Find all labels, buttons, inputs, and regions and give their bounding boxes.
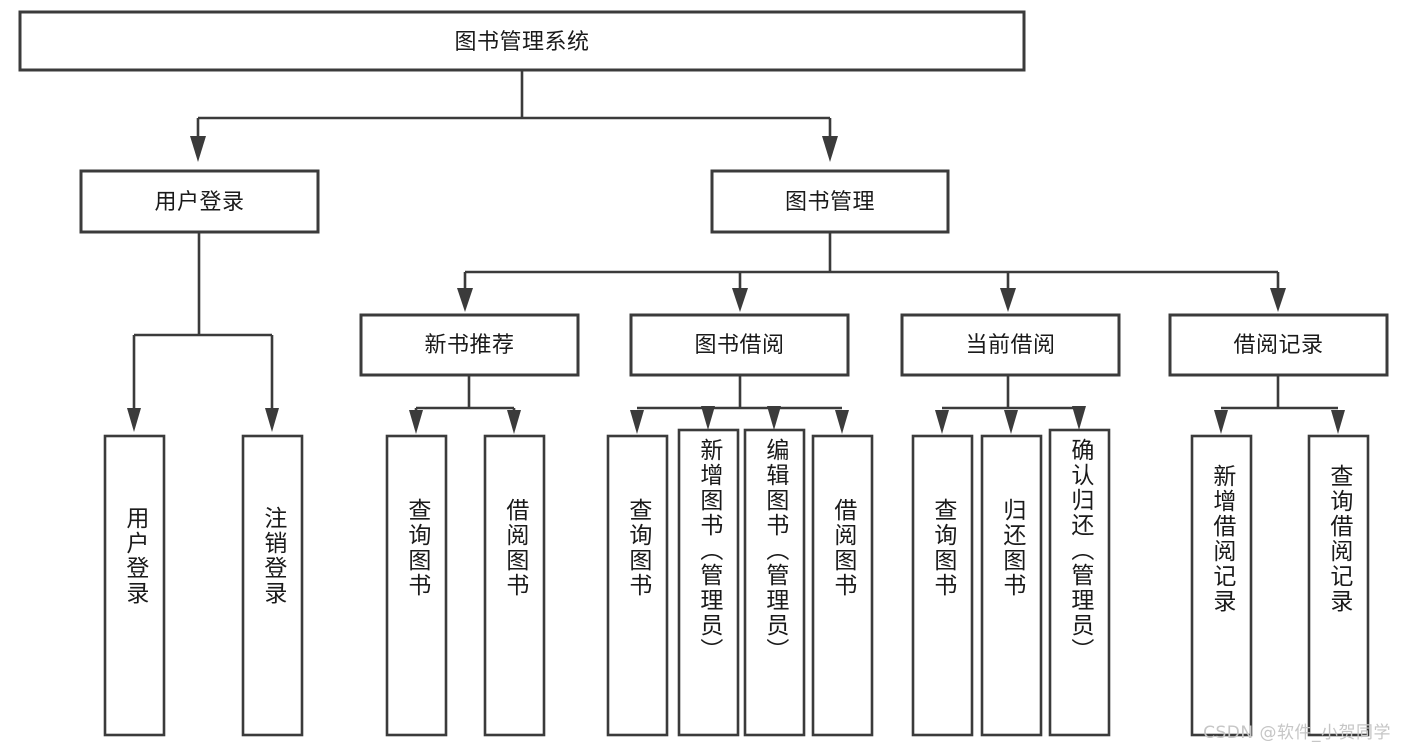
arrow-to-leaf-query-book-cur [935,410,949,434]
connector-group-root [190,70,838,162]
connector-group-borrow-record [1214,375,1345,434]
leaf-box-borrow-book-rec[interactable] [483,434,546,737]
node-new-book-rec-label: 新书推荐 [424,333,514,358]
arrow-to-leaf-add-book [701,406,715,430]
node-book-borrow[interactable]: 图书借阅 [629,313,850,377]
node-new-book-rec-box[interactable] [359,313,580,377]
arrow-to-leaf-borrow-book-rec [507,410,521,434]
leaf-box-borrow-book[interactable] [811,434,874,737]
node-book-manage[interactable]: 图书管理 [710,169,950,234]
arrow-to-leaf-edit-book [767,406,781,430]
node-new-book-rec[interactable]: 新书推荐 [359,313,580,377]
connector-group-new-book-rec [409,375,521,434]
node-borrow-record-label: 借阅记录 [1233,333,1323,358]
arrow-to-leaf-return-book [1004,410,1018,434]
arrow-to-leaf-user-login [127,408,141,432]
arrow-to-current-borrow [1000,288,1016,312]
leaf-box-add-record[interactable] [1190,434,1253,737]
leaf-box-query-book-cur[interactable] [911,434,974,737]
node-book-borrow-label: 图书借阅 [694,333,784,358]
node-current-borrow[interactable]: 当前借阅 [900,313,1121,377]
node-book-manage-label: 图书管理 [785,190,875,215]
node-user-login-label: 用户登录 [154,190,244,215]
leaf-box-query-record[interactable] [1307,434,1370,737]
arrow-to-leaf-query-book-borrow [630,410,644,434]
arrow-to-new-book-rec [457,288,473,312]
arrow-to-leaf-borrow-book [835,410,849,434]
node-root-label: 图书管理系统 [454,30,589,55]
node-book-manage-box[interactable] [710,169,950,234]
leaf-box-confirm-return[interactable] [1048,428,1111,737]
arrow-to-user-login [190,136,206,162]
leaf-box-return-book[interactable] [980,434,1043,737]
connector-group-user-login [127,232,279,432]
leaf-box-query-book-rec[interactable] [385,434,448,737]
node-current-borrow-box[interactable] [900,313,1121,377]
leaf-box-user-login[interactable] [103,434,166,737]
watermark-text: CSDN @软件_小贺同学 [1203,723,1391,743]
node-user-login[interactable]: 用户登录 [79,169,320,234]
arrow-to-book-manage [822,136,838,162]
arrow-to-borrow-record [1270,288,1286,312]
leaf-box-edit-book[interactable] [743,428,806,737]
leaf-box-add-book[interactable] [677,428,740,737]
node-root[interactable]: 图书管理系统 [18,10,1026,72]
arrow-to-leaf-query-record [1331,410,1345,434]
connector-group-book-borrow [630,375,849,434]
arrow-to-leaf-confirm-return [1072,406,1086,430]
node-borrow-record-box[interactable] [1168,313,1389,377]
arrow-to-leaf-logout [265,408,279,432]
node-current-borrow-label: 当前借阅 [965,333,1055,358]
leaf-boxes [103,428,1370,737]
arrow-to-leaf-add-record [1214,410,1228,434]
leaf-box-logout[interactable] [241,434,304,737]
leaf-box-query-book-borrow[interactable] [606,434,669,737]
node-book-borrow-box[interactable] [629,313,850,377]
connector-group-current-borrow [935,375,1086,434]
node-user-login-box[interactable] [79,169,320,234]
node-root-box[interactable] [18,10,1026,72]
connector-group-book-manage [457,232,1286,312]
node-borrow-record[interactable]: 借阅记录 [1168,313,1389,377]
arrow-to-book-borrow [732,288,748,312]
arrow-to-leaf-query-book-rec [409,410,423,434]
